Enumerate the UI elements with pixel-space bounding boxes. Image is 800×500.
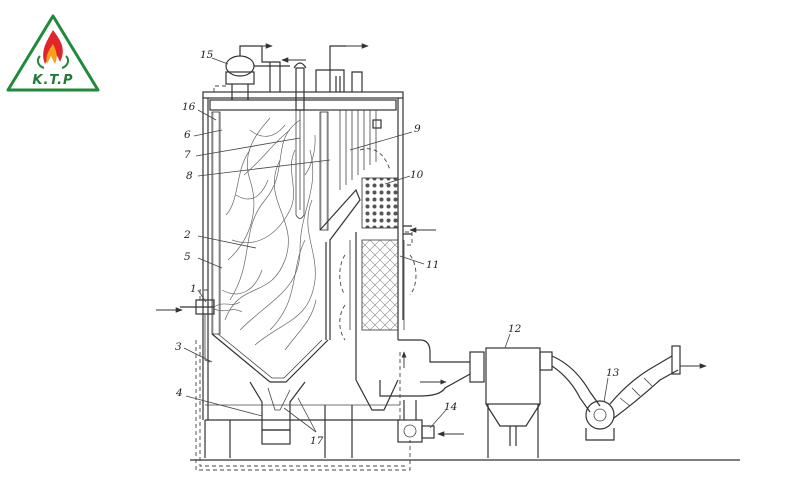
- callout-6: 6: [184, 129, 191, 141]
- callout-14: 14: [444, 401, 457, 413]
- callout-8: 8: [186, 170, 193, 182]
- callout-labels: 1 2 3 4 5 6 7 8 9 10 11 12 13 14 15 16 1…: [175, 49, 620, 447]
- air-heater: [361, 239, 399, 331]
- leader-lines: [183, 57, 609, 433]
- exhaust-fan: [585, 345, 707, 441]
- callout-9: 9: [414, 123, 421, 135]
- callout-7: 7: [184, 149, 191, 161]
- callout-10: 10: [410, 169, 424, 181]
- blower-fan: [397, 400, 464, 443]
- dust-collector: [469, 347, 553, 458]
- furnace-flame: [221, 117, 317, 351]
- economizer: [361, 177, 399, 229]
- callout-16: 16: [182, 101, 196, 113]
- steam-drum: [213, 43, 369, 111]
- callout-17: 17: [310, 435, 324, 447]
- callout-13: 13: [606, 367, 620, 379]
- callout-3: 3: [175, 341, 182, 353]
- superheater-tubes: [295, 110, 391, 219]
- support-frame: [204, 404, 400, 458]
- callout-12: 12: [508, 323, 522, 335]
- boiler-shell: [190, 91, 740, 471]
- callout-15: 15: [200, 49, 214, 61]
- burner: [156, 289, 243, 363]
- callout-4: 4: [175, 387, 183, 399]
- callout-11: 11: [426, 259, 439, 271]
- callout-5: 5: [184, 251, 191, 263]
- flame-inner-icon: [46, 44, 57, 64]
- ktp-logo: K.T.P: [6, 14, 100, 92]
- callout-1: 1: [190, 283, 197, 295]
- callout-2: 2: [183, 229, 191, 241]
- logo-text: K.T.P: [32, 73, 73, 88]
